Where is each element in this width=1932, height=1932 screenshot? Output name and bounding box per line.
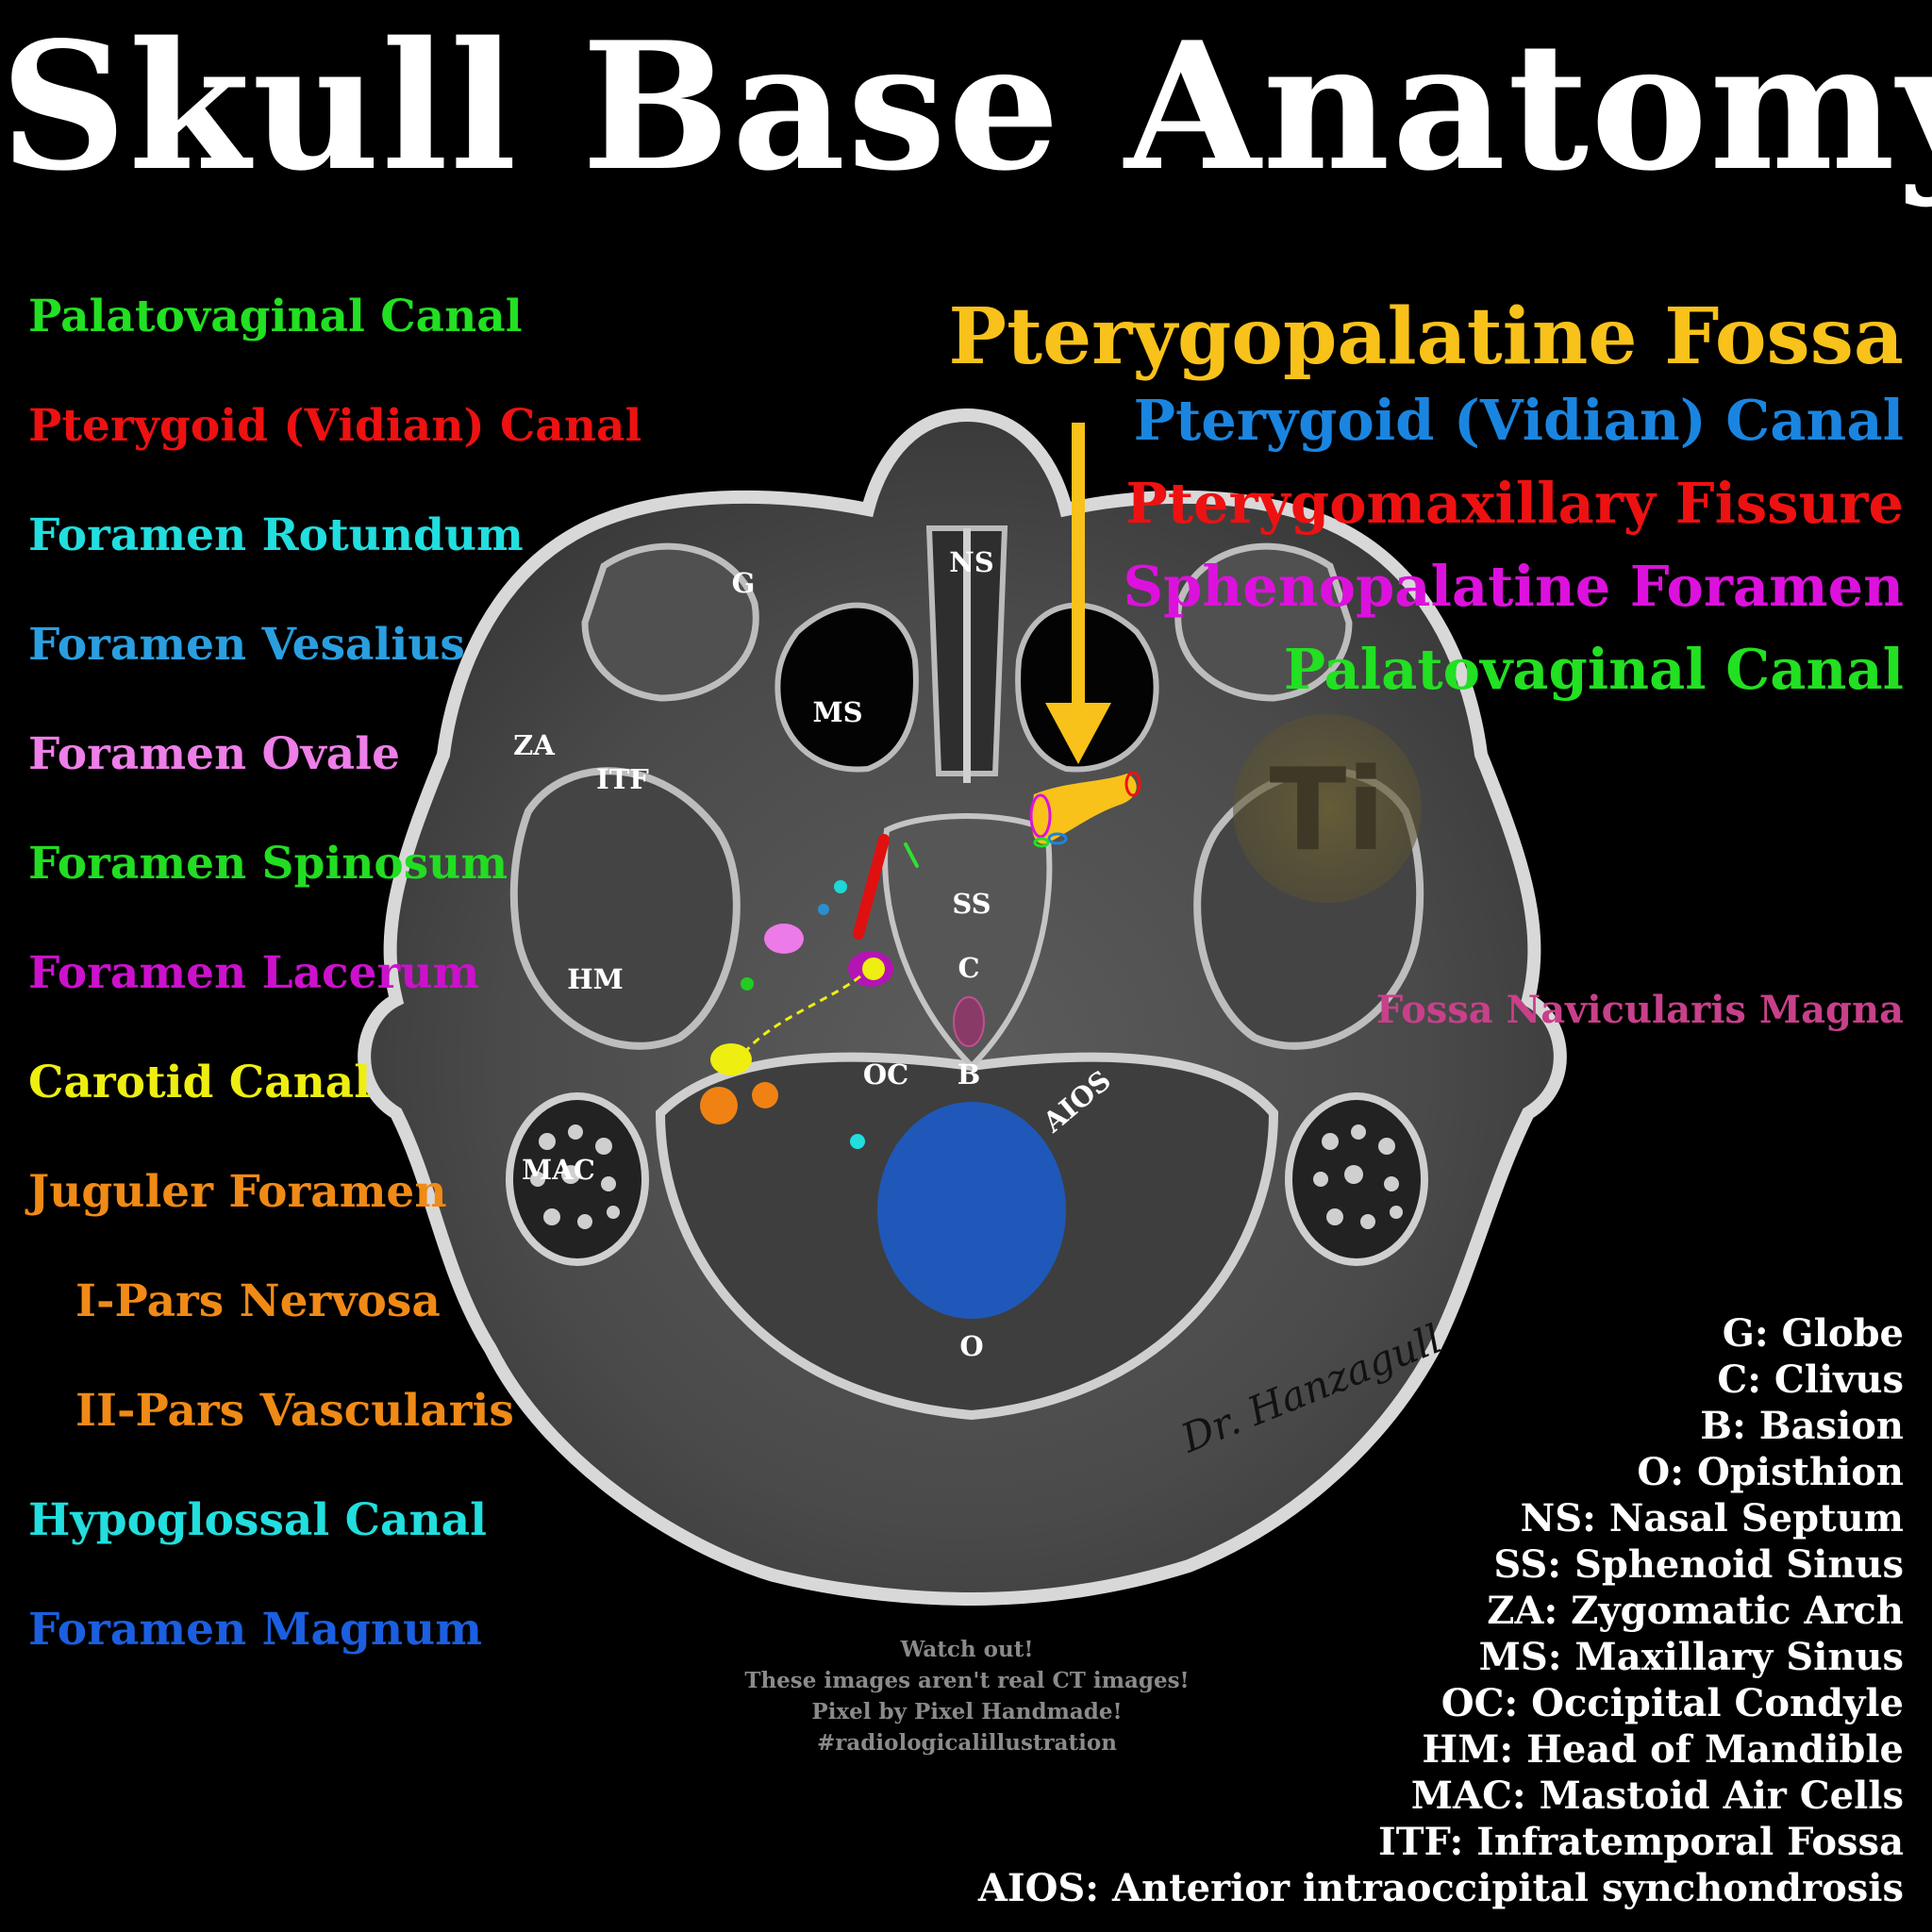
label-C: C (958, 952, 979, 984)
legend-item: Foramen Magnum (28, 1604, 482, 1656)
legend-item: Hypoglossal Canal (28, 1494, 487, 1546)
foramen-vesalius-shape (818, 904, 829, 915)
legend-item: Foramen Lacerum (28, 947, 480, 999)
page-title: Skull Base Anatomy (0, 3, 1932, 209)
abbreviation-item: SS: Sphenoid Sinus (1493, 1542, 1904, 1587)
legend-item: Foramen Spinosum (28, 838, 508, 890)
abbreviation-item: NS: Nasal Septum (1520, 1496, 1904, 1541)
maxillary-sinus (774, 602, 1159, 773)
label-MS: MS (812, 696, 862, 728)
legend-item: II-Pars Vascularis (75, 1385, 514, 1437)
carotid-canal-inner (862, 958, 885, 980)
pterygopalatine-item: Pterygomaxillary Fissure (1125, 471, 1904, 536)
foramen-spinosum-shape (741, 977, 754, 991)
disclaimer-line: Pixel by Pixel Handmade! (811, 1699, 1123, 1724)
label-OC: OC (863, 1058, 908, 1091)
legend-item: I-Pars Nervosa (75, 1275, 441, 1327)
watermark-logo: Ti (1233, 714, 1422, 903)
legend-item: Palatovaginal Canal (28, 291, 523, 342)
label-B: B (958, 1058, 981, 1091)
abbreviation-item: OC: Occipital Condyle (1441, 1681, 1904, 1725)
jugular-pars-vascularis-shape (700, 1087, 738, 1124)
abbreviation-item: MAC: Mastoid Air Cells (1410, 1774, 1904, 1818)
legend-item: Foramen Ovale (28, 728, 400, 780)
pterygopalatine-title: Pterygopalatine Fossa (948, 291, 1904, 382)
pterygopalatine-fossa-shape (1029, 771, 1141, 848)
fossa-navicularis-shape (953, 996, 985, 1047)
disclaimer-line: These images aren't real CT images! (744, 1668, 1190, 1693)
mastoid-cells-texture (530, 1124, 1403, 1229)
pterygoid-canal-shape (853, 834, 890, 940)
disclaimer-line: Watch out! (900, 1637, 1034, 1662)
abbreviation-item: O: Opisthion (1637, 1450, 1904, 1494)
disclaimer: Watch out! These images aren't real CT im… (703, 1634, 1231, 1758)
central-skull-base (882, 813, 1053, 1071)
label-O: O (959, 1330, 983, 1362)
carotid-canal-shape (710, 1043, 752, 1075)
foramen-ovale-shape (764, 924, 804, 954)
foramen-rotundum-shape (834, 880, 847, 893)
carotid-canal-course (743, 974, 861, 1053)
fossa-navicularis-label: Fossa Navicularis Magna (1375, 988, 1904, 1032)
abbreviation-item: AIOS: Anterior intraoccipital synchondro… (977, 1866, 1904, 1910)
pterygopalatine-item: Palatovaginal Canal (1283, 637, 1904, 702)
hypoglossal-canal-shape (850, 1134, 865, 1149)
structure-labels: G NS MS ZA ITF SS C HM OC B AIOS MAC O (513, 546, 1117, 1362)
nasal-septum (925, 525, 1008, 783)
abbreviation-item: C: Clivus (1717, 1357, 1904, 1402)
foramina (700, 834, 1066, 1319)
pterygopalatine-legend: Pterygopalatine Fossa Pterygoid (Vidian)… (948, 298, 1904, 724)
pterygopalatine-item: Pterygoid (Vidian) Canal (1133, 388, 1904, 453)
legend-item: Carotid Canal (28, 1057, 372, 1108)
foramen-magnum-shape (877, 1102, 1066, 1319)
disclaimer-line: #radiologicalillustration (817, 1730, 1117, 1756)
jugular-pars-nervosa-shape (752, 1082, 778, 1108)
abbreviation-item: B: Basion (1700, 1404, 1904, 1448)
legend-item: Foramen Vesalius (28, 619, 465, 671)
legend-item: Pterygoid (Vidian) Canal (28, 400, 642, 452)
label-SS: SS (952, 888, 991, 920)
orbits (581, 542, 1353, 702)
label-HM: HM (567, 963, 624, 995)
abbreviation-item: G: Globe (1722, 1311, 1904, 1356)
label-ITF: ITF (596, 763, 649, 795)
abbreviation-item: HM: Head of Mandible (1422, 1727, 1904, 1772)
palatovaginal-canal-shape (904, 842, 919, 868)
label-ZA: ZA (513, 729, 555, 761)
pterygopalatine-item: Sphenopalatine Foramen (1123, 554, 1905, 619)
label-G: G (732, 567, 756, 599)
abbreviation-item: ITF: Infratemporal Fossa (1378, 1820, 1904, 1864)
legend-item: Foramen Rotundum (28, 509, 524, 561)
legend-item: Juguler Foramen (28, 1166, 447, 1218)
watermark-text: Ti (1270, 745, 1386, 876)
abbreviation-item: MS: Maxillary Sinus (1478, 1635, 1904, 1679)
abbreviation-item: ZA: Zygomatic Arch (1487, 1589, 1904, 1633)
label-MAC: MAC (522, 1154, 595, 1186)
pterygopalatine-arrow (1045, 423, 1111, 764)
label-NS: NS (949, 546, 993, 578)
